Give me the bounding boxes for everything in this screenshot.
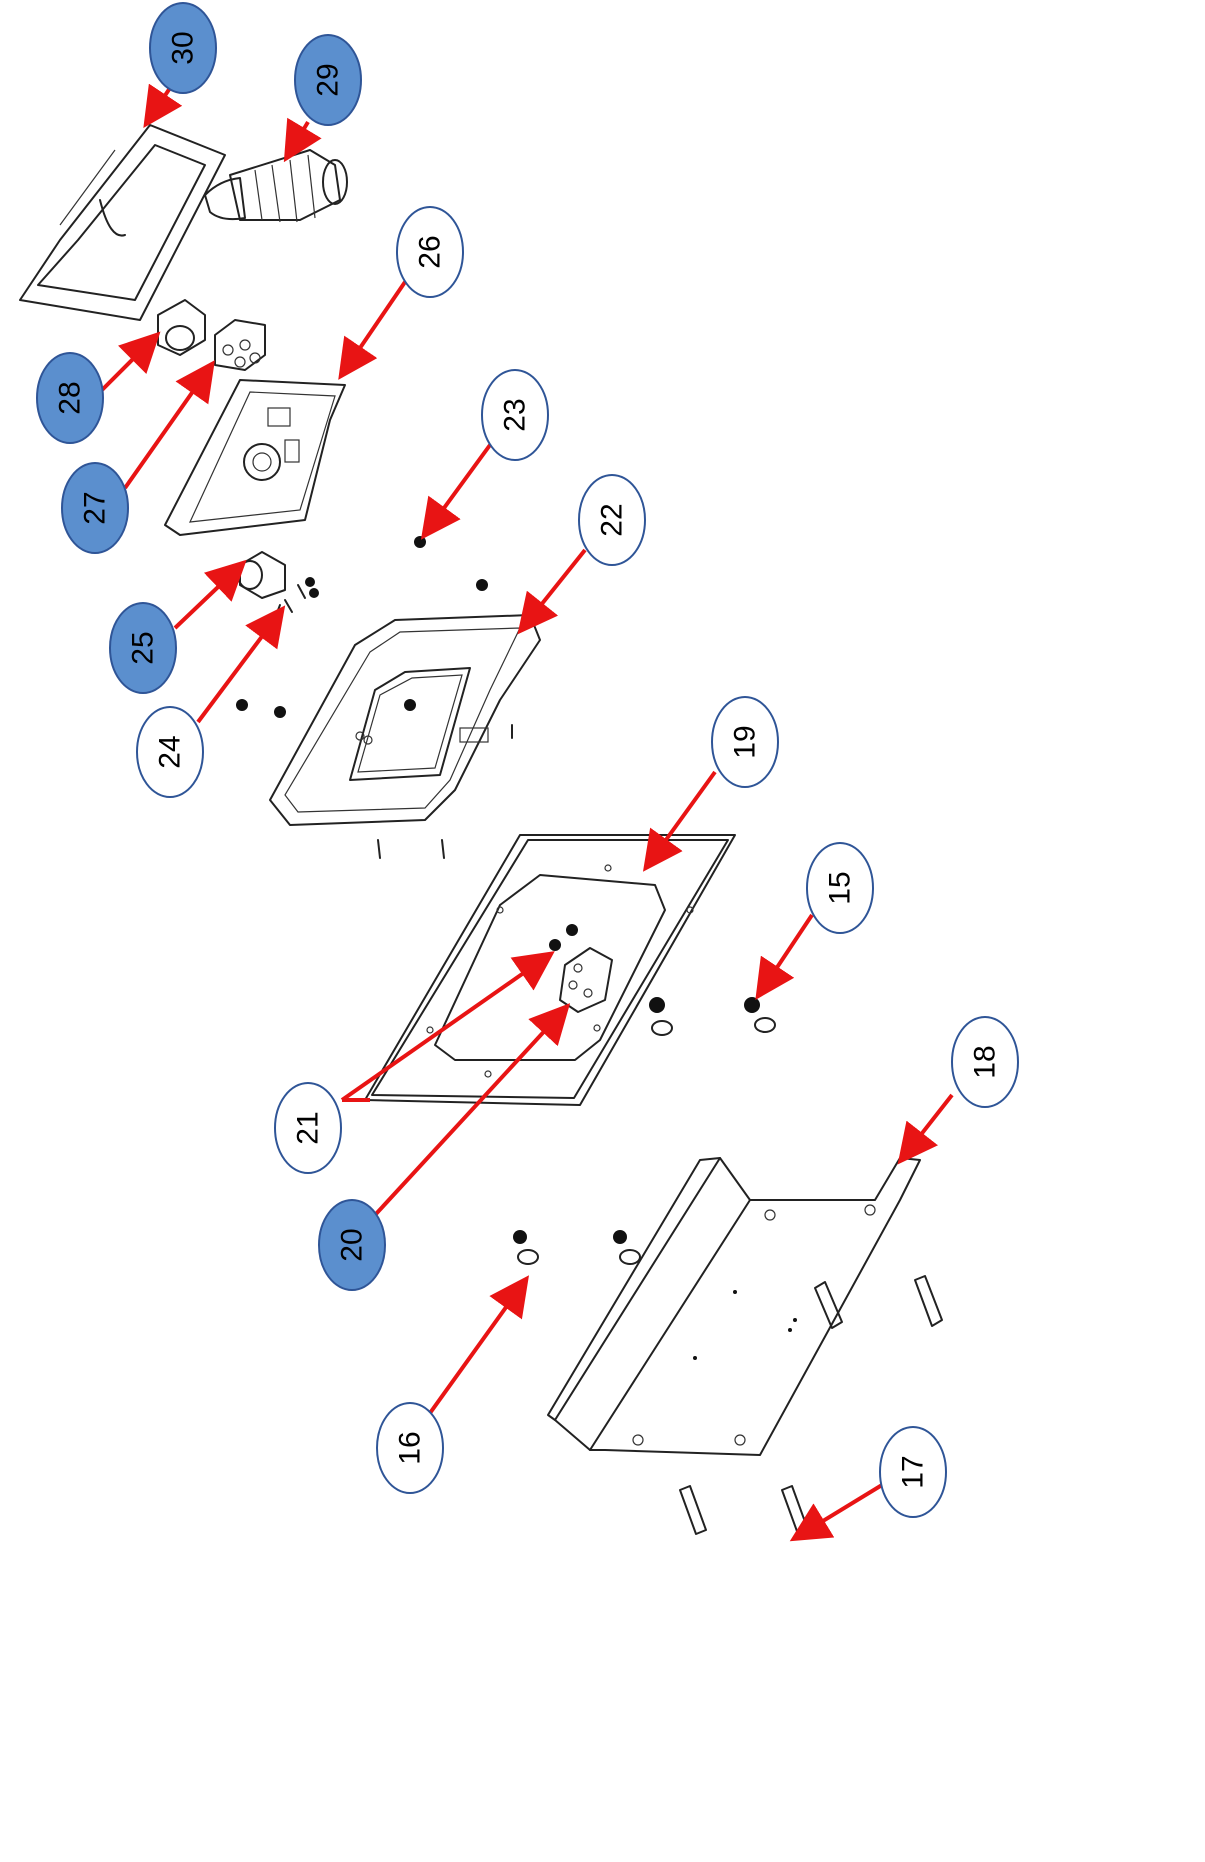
terminal-block-part bbox=[559, 947, 613, 1013]
callout-label: 28 bbox=[54, 381, 87, 414]
callout-28: 28 bbox=[36, 352, 104, 444]
nuts-23-part bbox=[236, 536, 488, 718]
callout-bubble bbox=[879, 1426, 947, 1518]
arrow-16 bbox=[423, 1275, 530, 1422]
connector-block-part bbox=[214, 319, 266, 371]
arrow-17 bbox=[789, 1483, 884, 1542]
gasket-frame-part bbox=[269, 614, 541, 859]
callout-label: 23 bbox=[499, 398, 532, 431]
callout-label: 25 bbox=[127, 631, 160, 664]
callout-label: 19 bbox=[729, 725, 762, 758]
callout-bubble bbox=[149, 2, 217, 94]
callout-22: 22 bbox=[578, 474, 646, 566]
callout-20: 20 bbox=[318, 1199, 386, 1291]
callout-bubble bbox=[109, 602, 177, 694]
mounting-plate-part bbox=[364, 834, 736, 1106]
arrow-30 bbox=[143, 83, 183, 128]
callout-bubble bbox=[61, 462, 129, 554]
callout-label: 18 bbox=[969, 1045, 1002, 1078]
terminal-nuts-part bbox=[549, 924, 578, 951]
callout-17: 17 bbox=[879, 1426, 947, 1518]
screws-24-part bbox=[274, 577, 319, 619]
arrow-19 bbox=[642, 770, 717, 872]
callout-label: 27 bbox=[79, 491, 112, 524]
callout-16: 16 bbox=[376, 1402, 444, 1494]
callout-26: 26 bbox=[396, 206, 464, 298]
callout-21: 21 bbox=[274, 1082, 342, 1174]
leader-arrows bbox=[98, 83, 954, 1542]
arrow-29 bbox=[283, 117, 322, 163]
callout-15: 15 bbox=[806, 842, 874, 934]
callout-18: 18 bbox=[951, 1016, 1019, 1108]
callout-bubble bbox=[36, 352, 104, 444]
callout-bubble bbox=[318, 1199, 386, 1291]
handle-frame-part bbox=[19, 124, 226, 321]
arrow-23 bbox=[420, 443, 492, 540]
callout-bubbles: 30 29 26 28 27 23 22 25 24 19 15 21 18 20 16 17 bbox=[36, 2, 1019, 1518]
callout-25: 25 bbox=[109, 602, 177, 694]
base-tray-part bbox=[547, 1157, 921, 1456]
arrow-15 bbox=[755, 913, 814, 1000]
inner-cover-part bbox=[164, 379, 346, 536]
push-button-part bbox=[237, 551, 286, 599]
callout-bubble bbox=[396, 206, 464, 298]
callout-bubble bbox=[294, 34, 362, 126]
callout-bubble bbox=[136, 706, 204, 798]
callout-label: 30 bbox=[167, 31, 200, 64]
callout-label: 15 bbox=[824, 871, 857, 904]
arrow-20 bbox=[373, 1003, 571, 1217]
corrugated-sleeve-part bbox=[204, 149, 348, 223]
washers-15-part bbox=[649, 997, 776, 1036]
callout-label: 22 bbox=[596, 503, 629, 536]
callout-29: 29 bbox=[294, 34, 362, 126]
callout-label: 21 bbox=[292, 1111, 325, 1144]
arrow-26 bbox=[338, 280, 407, 380]
gland-nut-part bbox=[157, 299, 206, 356]
callout-bubble bbox=[711, 696, 779, 788]
callout-bubble bbox=[578, 474, 646, 566]
callout-label: 26 bbox=[414, 235, 447, 268]
callout-bubble bbox=[274, 1082, 342, 1174]
callout-30: 30 bbox=[149, 2, 217, 94]
arrow-28 bbox=[98, 331, 161, 394]
callout-19: 19 bbox=[711, 696, 779, 788]
callout-bubble bbox=[951, 1016, 1019, 1108]
callout-label: 20 bbox=[336, 1228, 369, 1261]
arrow-22 bbox=[517, 548, 587, 635]
callout-label: 16 bbox=[394, 1431, 427, 1464]
callout-label: 24 bbox=[154, 735, 187, 768]
arrow-24 bbox=[196, 605, 286, 724]
arrow-25 bbox=[173, 559, 247, 630]
arrow-18 bbox=[897, 1093, 954, 1165]
arrow-21a bbox=[340, 951, 555, 1102]
washers-16-part bbox=[513, 1230, 641, 1265]
callout-bubble bbox=[481, 369, 549, 461]
callout-24: 24 bbox=[136, 706, 204, 798]
callout-bubble bbox=[806, 842, 874, 934]
callout-27: 27 bbox=[61, 462, 129, 554]
callout-label: 17 bbox=[897, 1455, 930, 1488]
callout-label: 29 bbox=[312, 63, 345, 96]
callout-bubble bbox=[376, 1402, 444, 1494]
callout-23: 23 bbox=[481, 369, 549, 461]
arrow-27 bbox=[123, 360, 215, 490]
